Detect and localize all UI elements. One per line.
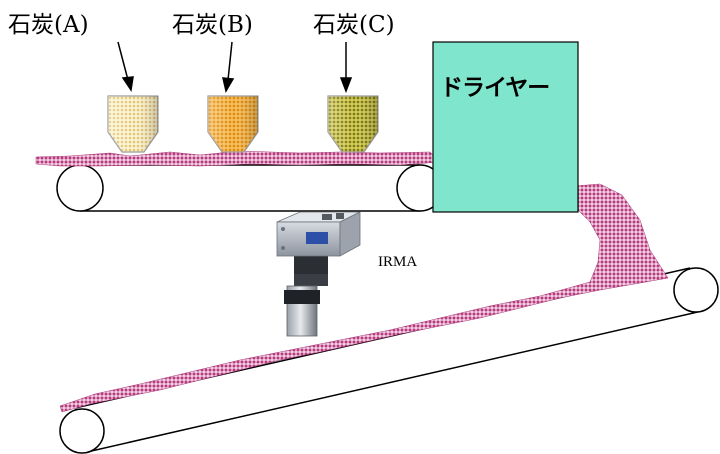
upper-conveyor-belt	[56, 164, 444, 212]
irma-label: IRMA	[378, 254, 418, 270]
lower-belt-left-roller	[59, 408, 105, 454]
hopper-c	[327, 95, 379, 153]
hopper-a	[107, 95, 159, 153]
dryer-label: ドライヤー	[440, 75, 550, 101]
dryer-box	[432, 41, 579, 213]
hopper-a-label: 石炭(A)	[8, 12, 89, 38]
upper-belt-left-roller	[56, 164, 104, 212]
irma-analyzer-device	[276, 211, 361, 337]
coal-stream-chute-and-lower	[59, 183, 669, 413]
lower-conveyor-belt	[59, 267, 719, 454]
hopper-b-label: 石炭(B)	[172, 12, 253, 38]
hopper-b	[207, 95, 259, 153]
coal-stream-upper	[35, 150, 441, 167]
lower-belt-right-roller	[673, 267, 719, 313]
hopper-c-label: 石炭(C)	[313, 12, 395, 38]
label-arrows	[117, 41, 353, 94]
